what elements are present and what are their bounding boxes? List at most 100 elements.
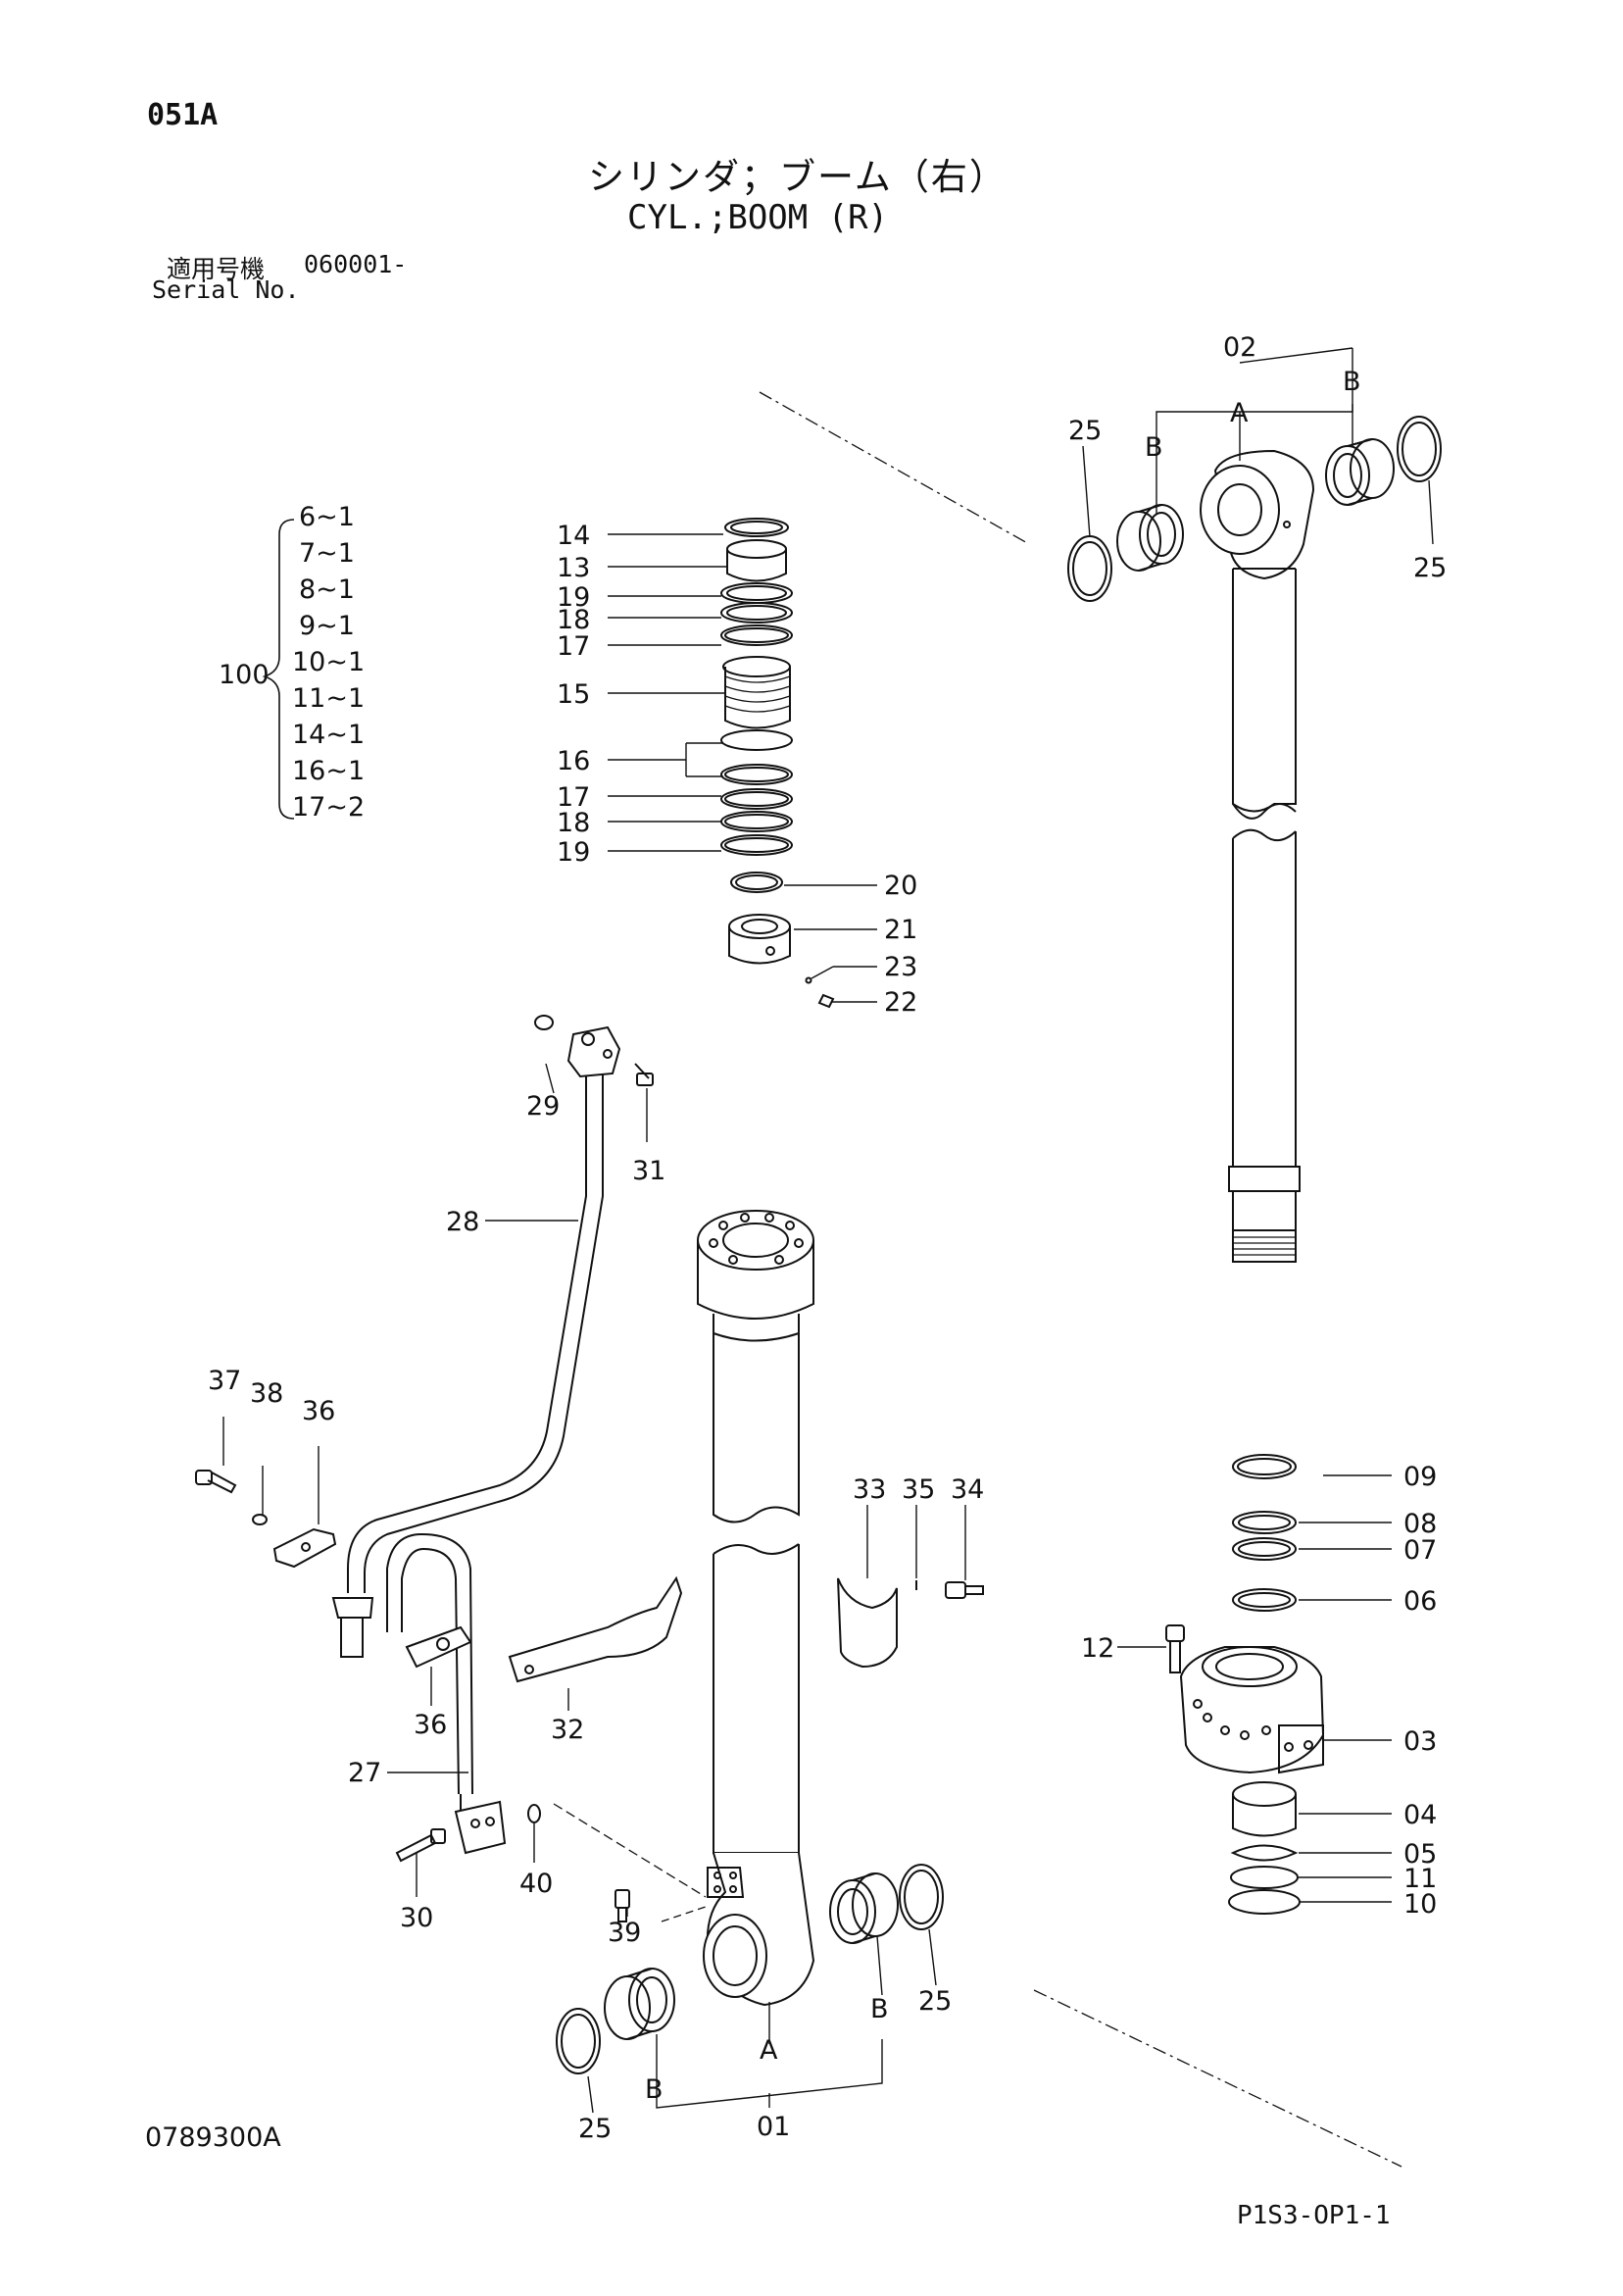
- serial-label-japanese: 適用号機: [167, 255, 266, 283]
- callout-29: 29: [526, 1091, 560, 1122]
- callout-B: B: [1145, 432, 1163, 463]
- ring-11: [1230, 1866, 1299, 1889]
- bolt-31: [634, 1063, 654, 1086]
- socket-bolt-12: [1165, 1624, 1185, 1673]
- plug-39: [615, 1889, 630, 1922]
- callout-39: 39: [608, 1918, 641, 1948]
- center-line-port: [553, 1803, 707, 1898]
- seal-ring-25-rod-left: [1067, 535, 1112, 602]
- callout-B: B: [1343, 367, 1361, 397]
- callout-18: 18: [557, 605, 590, 635]
- seal-ring-25-rod-right: [1397, 416, 1442, 482]
- callout-30: 30: [400, 1903, 433, 1933]
- piston-nut: [728, 914, 791, 965]
- page-reference: P1S3-OP1-1: [1237, 2201, 1391, 2230]
- bushing-B-tube-right: [829, 1872, 899, 1944]
- callout-38: 38: [250, 1378, 283, 1409]
- ring-08: [1232, 1511, 1297, 1534]
- callout-06: 06: [1403, 1586, 1437, 1617]
- clamp-36-bottom: [405, 1625, 472, 1669]
- callout-A: A: [760, 2035, 778, 2066]
- seal-ring-25-tube-left: [556, 2008, 601, 2074]
- kit-item: 9~1: [299, 611, 355, 641]
- ring-05: [1230, 1844, 1299, 1862]
- bracket-32: [508, 1575, 683, 1683]
- bolt-30: [395, 1828, 446, 1863]
- kit-item: 11~1: [292, 683, 365, 714]
- kit-item: 16~1: [292, 756, 365, 786]
- ring-10: [1228, 1889, 1301, 1915]
- leader-lines: [222, 347, 1434, 2114]
- callout-labels: 14 13 19 18 17 15 16 17 18 19 20 21 23 2…: [208, 332, 1447, 2144]
- ring-07: [1232, 1537, 1297, 1561]
- pipe-28: [331, 1059, 604, 1658]
- pipe-27: [386, 1532, 501, 1835]
- callout-37: 37: [208, 1366, 241, 1396]
- callout-15: 15: [557, 679, 590, 710]
- seal-ring-25-tube-right: [899, 1864, 944, 1930]
- bushing-B-rod-left: [1116, 504, 1184, 572]
- callout-19: 19: [557, 837, 590, 868]
- callout-16: 16: [557, 746, 590, 776]
- center-line-plug: [661, 1906, 707, 1922]
- callout-17: 17: [557, 631, 590, 662]
- callout-32: 32: [551, 1715, 584, 1745]
- callout-10: 10: [1403, 1889, 1437, 1920]
- pipe-block-bottom: [454, 1800, 507, 1855]
- o-ring-29: [534, 1015, 554, 1030]
- kit-brace: [262, 519, 295, 820]
- callout-34: 34: [951, 1474, 984, 1505]
- page-title-english: CYL.;BOOM (R): [627, 198, 889, 237]
- callout-03: 03: [1403, 1726, 1437, 1757]
- washer-38: [252, 1514, 268, 1525]
- kit-item: 14~1: [292, 720, 365, 750]
- kit-item: 8~1: [299, 574, 355, 605]
- piston-seal-stack: [720, 518, 793, 893]
- callout-11: 11: [1403, 1864, 1437, 1894]
- bushing-04: [1232, 1781, 1297, 1837]
- kit-item: 6~1: [299, 502, 355, 532]
- page-title-japanese: シリンダ；ブーム（右）: [588, 156, 1008, 198]
- callout-01: 01: [757, 2112, 790, 2142]
- callout-25: 25: [1413, 553, 1447, 583]
- callout-A: A: [1230, 398, 1249, 428]
- callout-31: 31: [632, 1156, 665, 1186]
- piston-rod: [1228, 569, 1301, 1263]
- bushing-B-rod-right: [1325, 438, 1395, 506]
- callout-B: B: [870, 1994, 889, 2024]
- o-ring-40: [527, 1804, 541, 1823]
- ring-06: [1232, 1588, 1297, 1612]
- ring-09: [1232, 1454, 1297, 1479]
- callout-13: 13: [557, 553, 590, 583]
- kit-contents-list: 6~1 7~1 8~1 9~1 10~1 11~1 14~1 16~1 17~2: [292, 502, 365, 823]
- callout-33: 33: [853, 1474, 886, 1505]
- rod-eye-A: [1200, 449, 1315, 580]
- kit-item: 7~1: [299, 538, 355, 569]
- callout-07: 07: [1403, 1535, 1437, 1566]
- callout-25: 25: [578, 2114, 612, 2144]
- cylinder-head: [1179, 1646, 1325, 1774]
- callout-28: 28: [446, 1207, 479, 1237]
- callout-25: 25: [918, 1986, 952, 2017]
- callout-08: 08: [1403, 1509, 1437, 1539]
- pipe-block-top: [566, 1025, 621, 1078]
- center-line-lower: [1033, 1989, 1402, 2168]
- callout-17: 17: [557, 782, 590, 813]
- callout-23: 23: [884, 952, 917, 982]
- kit-number: 100: [219, 660, 270, 690]
- callout-22: 22: [884, 987, 917, 1018]
- cylinder-tube: [697, 1210, 814, 1854]
- center-line-upper: [759, 391, 1030, 545]
- callout-36: 36: [414, 1710, 447, 1740]
- callout-18: 18: [557, 808, 590, 838]
- callout-05: 05: [1403, 1839, 1437, 1870]
- bushing-B-tube-left: [604, 1968, 675, 2040]
- bolt-37: [195, 1470, 237, 1494]
- callout-21: 21: [884, 915, 917, 945]
- band-33: [837, 1577, 898, 1669]
- callout-27: 27: [348, 1758, 381, 1788]
- callout-02: 02: [1223, 332, 1256, 363]
- drawing-number: 0789300A: [145, 2122, 281, 2153]
- kit-item: 17~2: [292, 792, 365, 823]
- steel-ball: [805, 976, 812, 984]
